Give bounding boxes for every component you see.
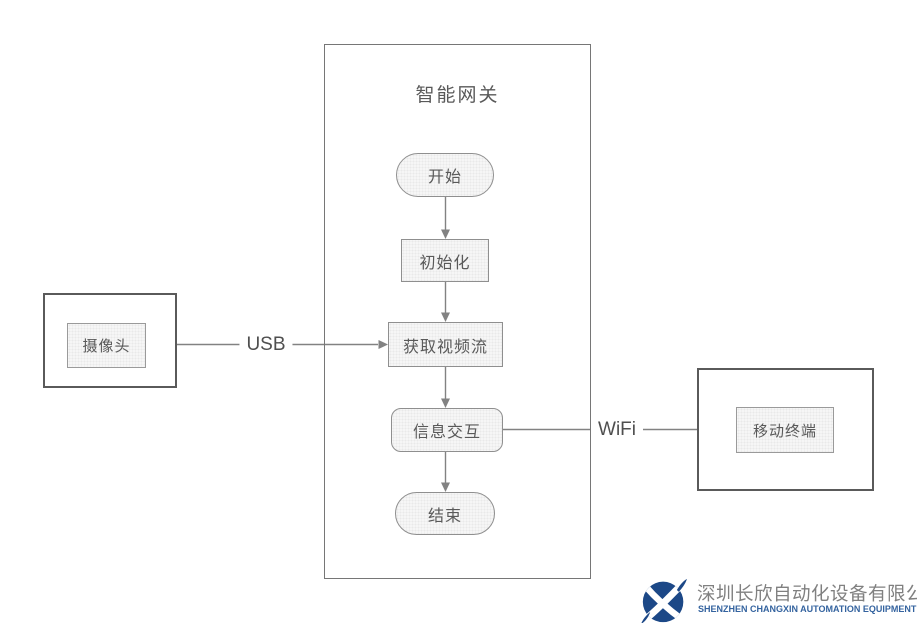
node-info-exchange: 信息交互 — [391, 408, 503, 452]
gateway-title: 智能网关 — [415, 85, 500, 106]
arrowhead-camera-to-capture — [378, 340, 388, 349]
camera-node: 摄像头 — [67, 323, 146, 368]
company-name-cn: 深圳长欣自动化设备有限公司 — [697, 583, 917, 604]
arrowhead-start-to-init — [441, 229, 450, 239]
wifi-connection-label: WiFi — [591, 419, 643, 441]
node-get-video-stream: 获取视频流 — [388, 322, 503, 367]
arrowhead-init-to-capture — [441, 312, 450, 322]
gateway-container-box — [324, 44, 591, 579]
node-start: 开始 — [396, 153, 494, 197]
mobile-terminal-node: 移动终端 — [736, 407, 834, 453]
company-name-en: SHENZHEN CHANGXIN AUTOMATION EQUIPMENT C… — [698, 604, 917, 614]
mobile-terminal-container-box — [697, 368, 874, 491]
arrowhead-capture-to-exchange — [441, 398, 450, 408]
arrowhead-exchange-to-end — [441, 482, 450, 492]
company-logo-icon — [641, 578, 687, 623]
node-end: 结束 — [395, 492, 495, 535]
usb-connection-label: USB — [239, 334, 293, 356]
node-initialize: 初始化 — [401, 239, 489, 282]
company-footer: 深圳长欣自动化设备有限公司 SHENZHEN CHANGXIN AUTOMATI… — [641, 576, 917, 623]
